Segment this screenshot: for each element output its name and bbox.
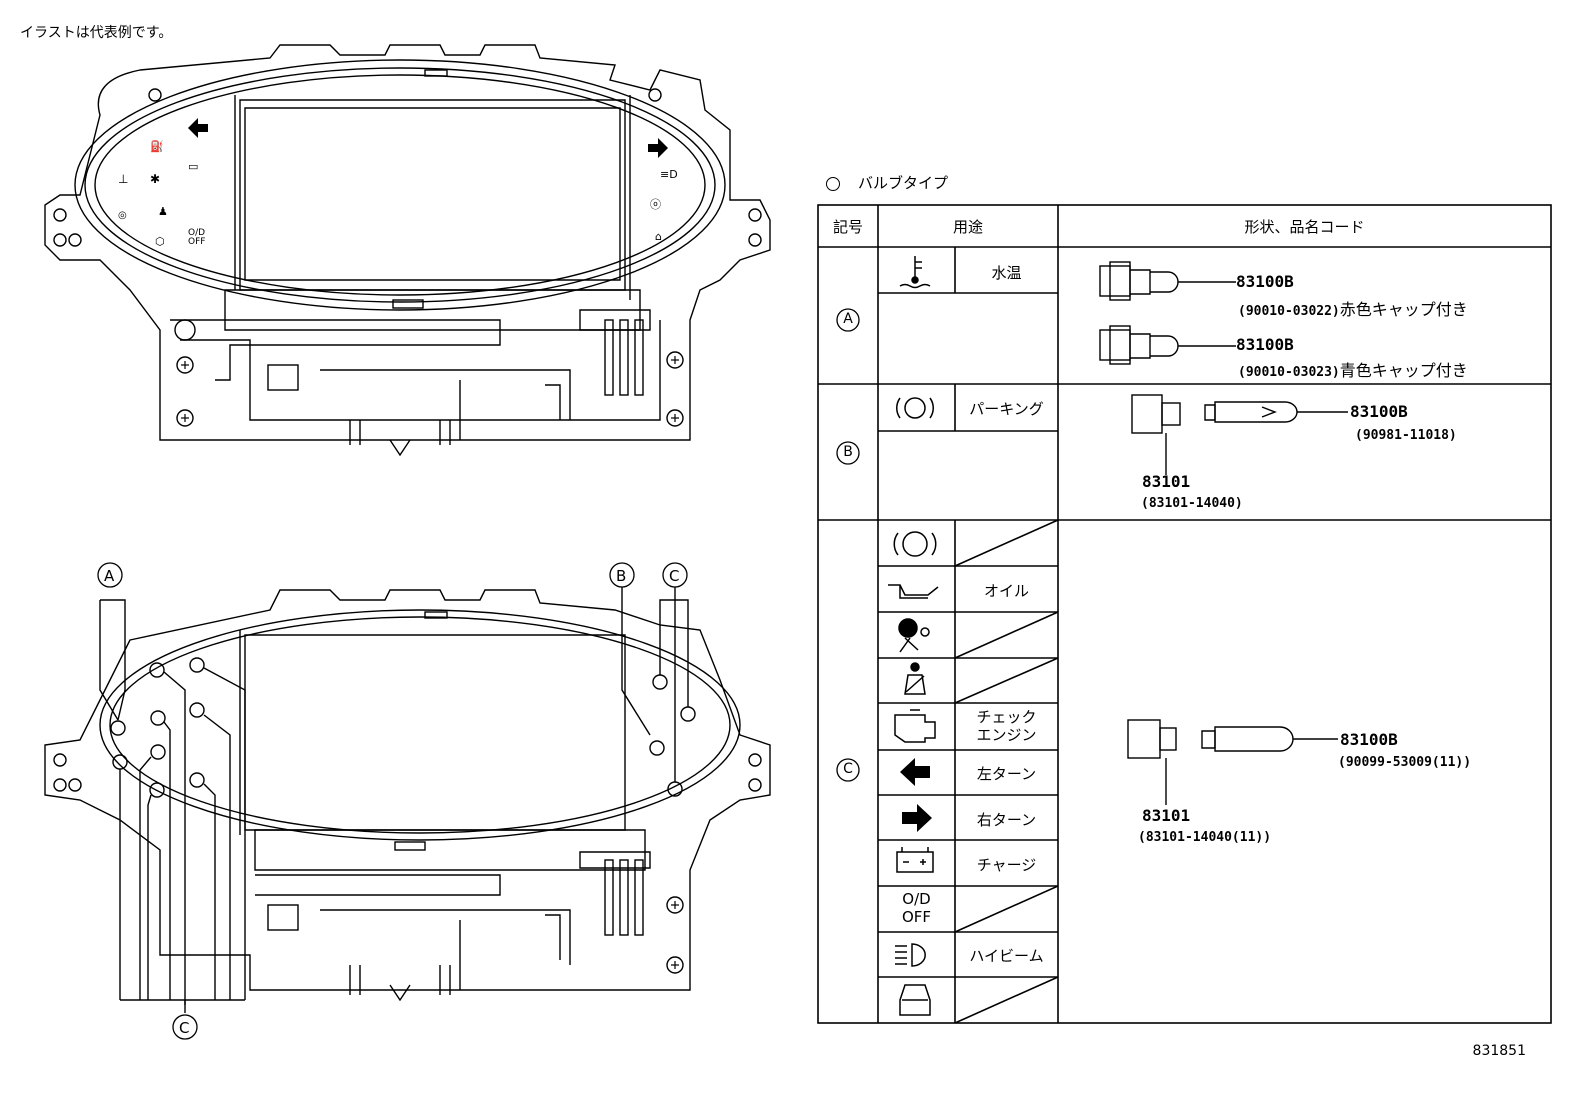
callout-c-bottom: C	[179, 1019, 189, 1037]
od-off-small-label-2: OFF	[188, 237, 205, 247]
figure-number: 831851	[1472, 1043, 1526, 1059]
od-off-small-label: O/D	[188, 228, 205, 238]
callout-c-right: C	[669, 567, 679, 585]
callout-a: A	[104, 567, 115, 585]
od-off-icon: O/D OFF	[878, 890, 955, 926]
callout-b: B	[616, 567, 626, 585]
svg-text:▭: ▭	[188, 160, 198, 173]
part-b-socket-code: 83101	[1142, 472, 1191, 491]
right-turn-icon	[902, 804, 932, 832]
abs-icon	[893, 531, 937, 557]
svg-text:≡D: ≡D	[660, 168, 678, 181]
hollow-circle-icon	[826, 176, 840, 191]
door-icon	[899, 984, 931, 1016]
airbag-icon	[898, 618, 930, 653]
usage-charge: チャージ	[976, 856, 1037, 874]
part-c-socket-sub: (83101-14040(11))	[1138, 830, 1272, 845]
usage-parking: パーキング	[969, 400, 1044, 418]
part-c-socket-code: 83101	[1142, 806, 1191, 825]
check-engine-icon	[894, 709, 936, 743]
svg-text:♟: ♟	[158, 205, 168, 218]
usage-right-turn: 右ターン	[976, 811, 1037, 829]
part-b-bulb-sub: (90981-11018)	[1355, 428, 1457, 443]
illustration-note: イラストは代表例です。	[20, 25, 173, 41]
svg-text:ⓞ: ⓞ	[650, 198, 661, 211]
symbol-c: C	[843, 761, 853, 777]
svg-text:⛽: ⛽	[150, 140, 164, 153]
symbol-a: A	[843, 311, 853, 327]
part-a2-sub: (90010-03023)青色キャップ付き	[1238, 361, 1468, 380]
part-c-bulb-code: 83100B	[1340, 730, 1398, 749]
part-b-socket-sub: (83101-14040)	[1141, 496, 1243, 511]
high-beam-icon	[895, 943, 926, 967]
oil-icon	[888, 584, 939, 599]
usage-check-engine: チェック エンジン	[976, 708, 1037, 744]
svg-text:⊥: ⊥	[118, 172, 128, 186]
od-off-line1: O/D	[902, 890, 931, 908]
header-usage: 用途	[952, 218, 983, 236]
part-c-bulb-sub: (90099-53009(11))	[1338, 755, 1472, 770]
od-off-line2: OFF	[901, 908, 932, 926]
part-a1-code: 83100B	[1236, 272, 1294, 291]
left-turn-icon	[900, 758, 930, 786]
svg-text:◎: ◎	[118, 210, 127, 221]
usage-high-beam: ハイビーム	[969, 947, 1044, 965]
charge-icon	[896, 847, 934, 873]
usage-left-turn: 左ターン	[976, 765, 1037, 783]
svg-text:✱: ✱	[150, 172, 160, 186]
symbol-b: B	[843, 444, 853, 460]
cluster-drawing-top: ⛽ ▭ ⊥ ✱ ◎ ♟ ⬡ O/D OFF ≡D ⓞ ⌂	[44, 44, 771, 457]
usage-oil: オイル	[983, 582, 1029, 600]
cluster-drawing-bottom: A B C C	[44, 562, 771, 1040]
part-a1-sub: (90010-03022)赤色キャップ付き	[1238, 300, 1468, 319]
part-b-bulb-code: 83100B	[1350, 402, 1408, 421]
usage-water-temp: 水温	[991, 264, 1022, 282]
header-symbol: 記号	[832, 218, 863, 236]
svg-text:⌂: ⌂	[655, 230, 662, 243]
water-temp-icon	[899, 256, 931, 289]
header-shape-code: 形状、品名コード	[1244, 218, 1365, 236]
parking-brake-icon	[896, 397, 934, 419]
svg-text:⬡: ⬡	[155, 235, 165, 248]
part-a2-code: 83100B	[1236, 335, 1294, 354]
bulb-type-title: バルブタイプ	[826, 172, 948, 193]
seatbelt-icon	[904, 662, 926, 695]
